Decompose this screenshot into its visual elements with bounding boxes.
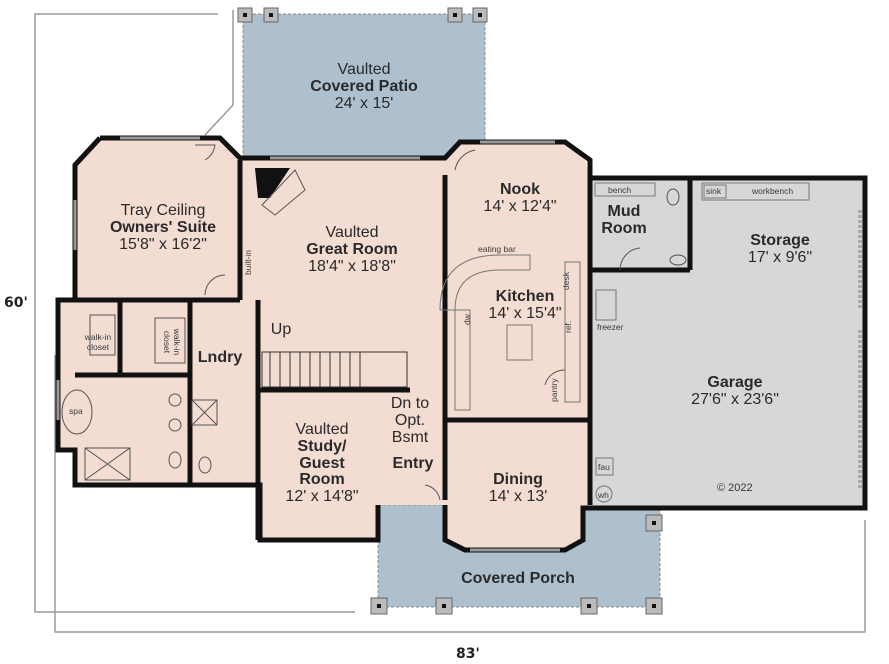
fau-label: fau	[598, 462, 610, 472]
walls	[55, 135, 868, 553]
spa-label: spa	[69, 406, 83, 416]
room-nook: Nook 14' x 12'4"	[483, 181, 557, 216]
room-mud-room: Mud Room	[601, 203, 647, 238]
walk-in-closet-2-label: walk-in closet	[162, 328, 182, 356]
dw-label: dw	[462, 314, 472, 325]
wh-label: wh	[598, 490, 609, 500]
stair-up-label: Up	[270, 321, 292, 338]
great-room-ceiling: Vaulted	[325, 224, 379, 241]
room-entry: Entry	[392, 455, 434, 473]
kitchen-size: 14' x 15'4"	[488, 304, 562, 322]
kitchen-name: Kitchen	[495, 288, 555, 305]
freezer-label: freezer	[597, 322, 624, 332]
owners-suite-ceiling: Tray Ceiling	[120, 202, 206, 219]
eating-bar-label: eating bar	[478, 244, 516, 254]
copyright-label: © 2022	[717, 482, 753, 494]
fireplace-icon	[255, 168, 306, 216]
basement-stair-label: Dn to Opt. Bsmt	[390, 395, 430, 446]
owners-suite-name: Owners' Suite	[109, 218, 217, 236]
room-study: Vaulted Study/ Guest Room 12' x 14'8"	[285, 421, 359, 506]
stairs	[261, 351, 408, 388]
storage-size: 17' x 9'6"	[747, 248, 813, 266]
study-ceiling: Vaulted	[295, 421, 349, 438]
nook-name: Nook	[499, 181, 540, 198]
kitchen-counters	[439, 254, 581, 411]
pantry-label: pantry	[549, 378, 559, 402]
storage-name: Storage	[750, 232, 810, 249]
column-cores	[243, 13, 656, 608]
patio-size: 24' x 15'	[334, 94, 394, 112]
room-laundry: Lndry	[197, 349, 243, 367]
nook-size: 14' x 12'4"	[483, 197, 557, 215]
porch-name: Covered Porch	[461, 570, 575, 587]
room-owners-suite: Tray Ceiling Owners' Suite 15'8" x 16'2"	[109, 202, 217, 253]
desk-label: desk	[561, 272, 571, 290]
laundry-name: Lndry	[197, 349, 243, 366]
mud-room-name-2: Room	[601, 219, 647, 237]
study-name-3: Room	[299, 471, 345, 489]
dining-name: Dining	[493, 471, 543, 488]
walk-in-closet-1-label: walk-in closet	[84, 332, 112, 352]
room-dining: Dining 14' x 13'	[488, 471, 548, 506]
room-storage: Storage 17' x 9'6"	[747, 232, 813, 267]
ref-label: ref.	[563, 320, 573, 333]
great-room-name: Great Room	[306, 240, 398, 258]
owners-suite-size: 15'8" x 16'2"	[119, 235, 207, 253]
covered-patio-area	[242, 13, 486, 165]
depth-dimension: 60'	[4, 295, 28, 311]
great-room-size: 18'4" x 18'8"	[308, 257, 396, 275]
garage-size: 27'6" x 23'6"	[691, 390, 779, 408]
room-great-room: Vaulted Great Room 18'4" x 18'8"	[306, 224, 398, 275]
room-garage: Garage 27'6" x 23'6"	[691, 374, 779, 409]
study-name-2: Guest	[299, 454, 345, 472]
dimension-lines	[34, 10, 866, 633]
study-name-1: Study/	[297, 437, 347, 455]
workbench-label: workbench	[752, 186, 794, 196]
garage-name: Garage	[707, 374, 763, 391]
room-kitchen: Kitchen 14' x 15'4"	[488, 288, 562, 323]
door-swings	[195, 144, 641, 501]
study-size: 12' x 14'8"	[285, 488, 359, 506]
room-covered-porch: Covered Porch	[461, 570, 575, 588]
bath-fixtures	[61, 188, 687, 481]
width-dimension: 83'	[456, 646, 480, 662]
bench-label: bench	[608, 185, 632, 195]
mud-room-name-1: Mud	[607, 203, 641, 220]
patio-name: Covered Patio	[310, 77, 418, 95]
sink-label: sink	[706, 186, 722, 196]
garage-fixtures	[594, 182, 810, 503]
built-in-label: built-in	[243, 249, 253, 275]
garage-area	[590, 178, 865, 508]
room-covered-patio: Vaulted Covered Patio 24' x 15'	[310, 61, 418, 112]
entry-name: Entry	[392, 455, 434, 472]
dining-size: 14' x 13'	[488, 487, 548, 505]
windows	[56, 136, 560, 552]
patio-ceiling: Vaulted	[337, 61, 391, 78]
